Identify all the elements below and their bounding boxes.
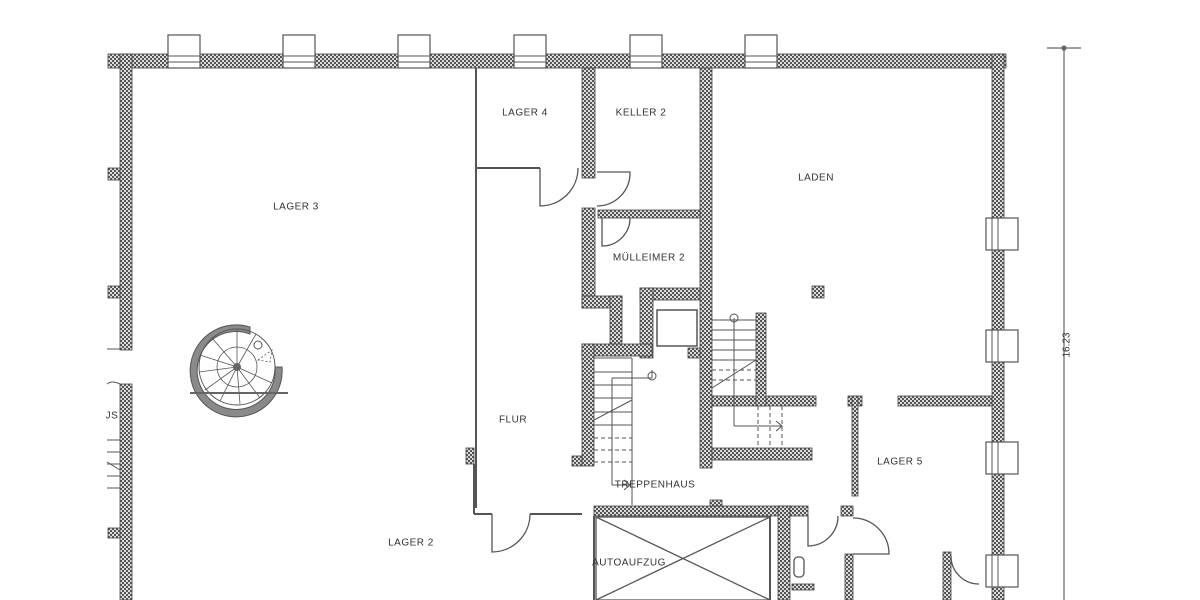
room-label-lager-4: LAGER 4	[502, 107, 548, 119]
window-icon	[744, 34, 778, 69]
door-lager5-b	[852, 517, 890, 555]
door-flur	[491, 513, 531, 553]
elevator-shaft	[656, 309, 698, 347]
spiral-staircase	[189, 324, 288, 418]
window-icon	[985, 329, 1019, 363]
wall-segment	[711, 447, 813, 461]
wall-segment	[107, 167, 121, 181]
wall-segment	[791, 583, 815, 591]
wall-segment	[777, 505, 791, 600]
car-lift	[595, 516, 771, 600]
wall-segment	[581, 343, 595, 467]
partial-stairs-left	[106, 348, 121, 489]
wall-segment	[840, 505, 854, 517]
wall-segment	[844, 553, 854, 600]
wall-segment	[581, 207, 596, 309]
wall-segment	[699, 67, 713, 469]
window-icon	[985, 554, 1019, 588]
wall-segment	[119, 53, 133, 351]
door-lager5-a	[807, 515, 839, 547]
door-lager5-c	[950, 555, 980, 585]
room-label-muelleimer-2: MÜLLEIMER 2	[612, 252, 686, 264]
dimension-label: 16.23	[1061, 332, 1073, 358]
room-label-keller-2: KELLER 2	[615, 107, 667, 119]
wall-segment	[581, 67, 596, 179]
wall-segment	[597, 209, 701, 219]
wall-segment	[755, 312, 767, 407]
wall-segment	[593, 505, 791, 517]
window-icon	[513, 34, 547, 69]
wall-segment	[465, 447, 475, 465]
dimension-line	[1047, 45, 1081, 600]
wall-segment	[119, 383, 133, 600]
window-icon	[282, 34, 316, 69]
window-icon	[629, 34, 663, 69]
room-label-flur: FLUR	[498, 414, 528, 426]
wall-segment	[942, 551, 952, 600]
wall-segment	[107, 285, 121, 299]
wall-segment	[991, 53, 1005, 600]
wall-segment	[571, 455, 583, 467]
windows	[167, 34, 1019, 588]
door-keller-2	[596, 171, 631, 207]
room-label-treppenhaus: TREPPENHAUS	[614, 479, 696, 491]
wall-segment	[811, 285, 825, 299]
room-label-lager-3: LAGER 3	[273, 201, 319, 213]
walls	[107, 53, 1007, 600]
wall-segment	[851, 395, 859, 497]
wall-segment	[107, 527, 121, 539]
stairs-treppenhaus	[593, 357, 657, 505]
wall-segment	[789, 505, 809, 517]
door-lager-4	[539, 167, 579, 207]
room-label-autoaufzug: AUTOAUFZUG	[592, 557, 666, 569]
window-icon	[167, 34, 201, 69]
room-label-lager-2: LAGER 2	[388, 537, 434, 549]
window-icon	[985, 441, 1019, 475]
window-icon	[397, 34, 431, 69]
wall-segment	[687, 347, 701, 359]
room-label-partial-left: JS	[105, 410, 119, 422]
wall-segment	[107, 53, 1007, 69]
wall-segment	[709, 499, 723, 507]
wall-segment	[897, 395, 993, 407]
window-icon	[985, 217, 1019, 251]
doors	[491, 167, 980, 585]
room-label-lager-5: LAGER 5	[877, 456, 923, 468]
stairs-laden	[711, 313, 784, 448]
wall-segment	[639, 287, 654, 359]
partition-lines	[473, 68, 771, 600]
room-label-laden: LADEN	[798, 172, 834, 184]
door-muelleimer	[601, 217, 631, 247]
